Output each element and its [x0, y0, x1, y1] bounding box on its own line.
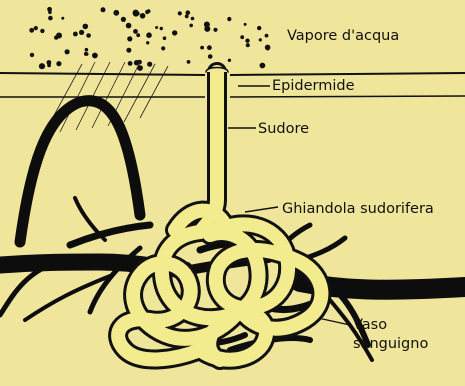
vapour-droplet	[240, 35, 244, 39]
vapour-droplet	[187, 60, 191, 64]
vapour-droplet	[84, 52, 88, 56]
vapour-droplet	[54, 35, 58, 39]
label-vaso: Vaso	[353, 317, 387, 333]
vapour-droplet	[136, 33, 140, 37]
vapour-droplet	[172, 30, 177, 35]
vapour-droplet	[178, 11, 182, 15]
vapour-droplet	[133, 10, 139, 16]
vapour-droplet	[163, 36, 167, 40]
vapour-droplet	[39, 63, 45, 69]
vapour-droplet	[83, 24, 89, 30]
vapour-droplet	[73, 32, 78, 37]
label-epidermide: Epidermide	[272, 78, 355, 94]
vapour-droplet	[266, 47, 269, 50]
label-sudore: Sudore	[258, 121, 309, 137]
vapour-droplet	[207, 45, 212, 50]
vapour-droplet	[213, 28, 217, 32]
vapour-droplet	[65, 49, 70, 54]
vapour-droplet	[161, 46, 165, 50]
label-sanguigno: sanguigno	[353, 336, 428, 352]
vapour-droplet	[40, 29, 44, 33]
vapour-droplet	[34, 26, 38, 30]
vapour-droplet	[191, 17, 195, 21]
vapour-droplet	[101, 7, 106, 12]
vapour-droplet	[126, 48, 131, 53]
label-vapore: Vapore d'acqua	[287, 28, 399, 44]
vapour-droplet	[245, 39, 249, 43]
vapour-droplet	[56, 61, 61, 66]
vapour-droplet	[48, 10, 52, 14]
vapour-droplet	[145, 10, 149, 14]
vapour-droplet	[146, 41, 149, 44]
vapour-droplet	[186, 10, 191, 15]
vapour-droplet	[140, 13, 146, 19]
vapour-droplet	[160, 27, 163, 30]
vapour-droplet	[189, 24, 193, 28]
water-vapour-droplets	[29, 7, 270, 71]
vapour-droplet	[244, 23, 247, 26]
vapour-droplet	[204, 26, 210, 32]
vapour-droplet	[257, 26, 261, 30]
vapour-droplet	[259, 38, 262, 41]
vapour-droplet	[61, 17, 64, 20]
vapour-droplet	[29, 28, 34, 33]
epidermis-layer	[0, 73, 465, 97]
vapour-droplet	[85, 48, 89, 52]
vapour-droplet	[30, 53, 34, 57]
vapour-droplet	[155, 26, 158, 29]
vapour-droplet	[133, 29, 138, 34]
vapour-droplet	[47, 64, 51, 68]
vapour-droplet	[246, 43, 250, 47]
vapour-droplet	[86, 33, 91, 38]
vapour-droplet	[228, 59, 231, 62]
vapour-droplet	[79, 30, 84, 35]
vapour-droplet	[227, 17, 231, 21]
vapour-droplet	[127, 36, 132, 41]
vapour-droplet	[208, 54, 213, 59]
vapour-droplet	[146, 32, 152, 38]
vapour-droplet	[128, 61, 133, 66]
vapour-droplet	[185, 15, 189, 19]
vapour-droplet	[113, 10, 119, 16]
vapour-droplet	[121, 17, 126, 22]
vapour-droplet	[147, 62, 152, 67]
vapour-droplet	[260, 63, 266, 69]
vapour-droplet	[200, 46, 204, 50]
label-ghiandola: Ghiandola sudorifera	[282, 201, 434, 217]
vapour-droplet	[48, 16, 53, 21]
vapour-droplet	[126, 23, 132, 29]
vapour-droplet	[92, 53, 98, 59]
vapour-droplet	[265, 34, 269, 38]
